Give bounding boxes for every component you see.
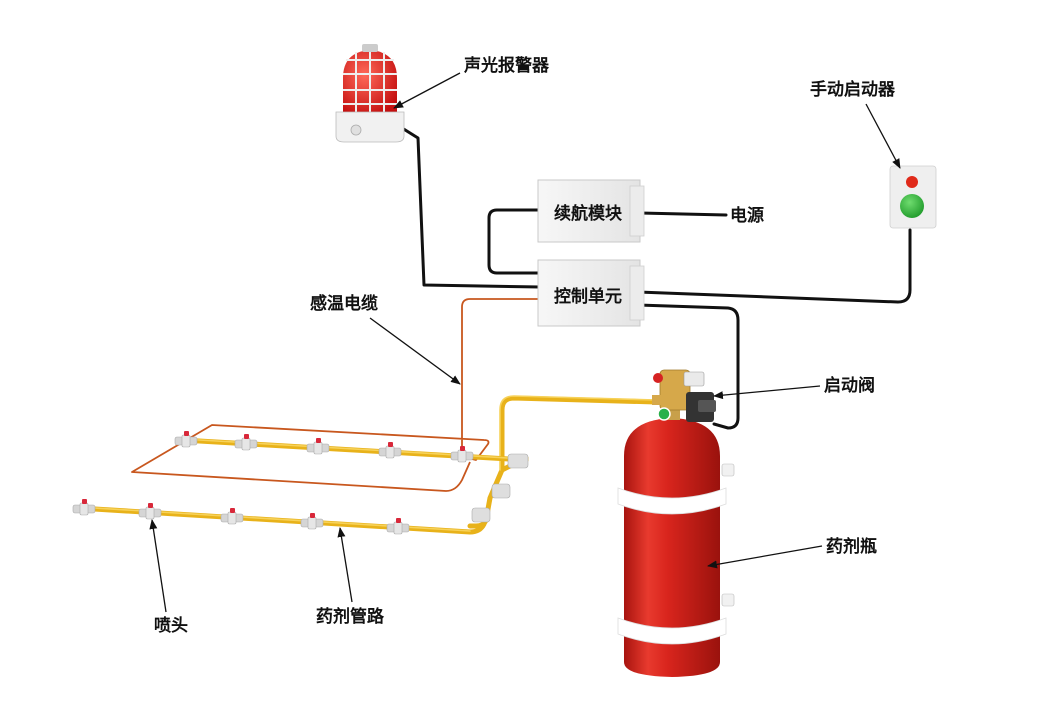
alarm-wire [400, 126, 542, 289]
heat-cable-arrow [369, 317, 461, 385]
valve-icon [652, 369, 716, 422]
nozzle-icon [378, 441, 402, 459]
backup-module-label: 续航模块 [554, 203, 623, 224]
nozzles-upper-row [174, 430, 474, 463]
manual-starter-arrow [865, 103, 901, 169]
agent-bottle-label: 药剂瓶 [826, 536, 877, 557]
agent-pipe-upper-branch [179, 437, 529, 463]
nozzle-label: 喷头 [154, 616, 188, 636]
nozzle-arrow [149, 519, 167, 613]
backup-module-box: 续航模块 [537, 179, 645, 243]
nozzle-icon [386, 517, 410, 535]
control-unit-label: 控制单元 [554, 286, 622, 307]
alarm-label: 声光报警器 [463, 55, 550, 76]
power-wire [638, 211, 728, 217]
manual-starter-label: 手动启动器 [810, 79, 896, 100]
agent-pipe-arrow [337, 527, 353, 603]
nozzle-icon [138, 502, 162, 520]
nozzle-icon [72, 498, 96, 516]
start-valve-arrow [713, 385, 821, 400]
nozzle-icon [234, 433, 258, 451]
nozzle-icon [300, 512, 324, 530]
manual-starter-icon [889, 165, 937, 229]
heat-cable-label: 感温电缆 [310, 293, 378, 314]
pipe-fittings [471, 453, 529, 523]
alarm-beacon-icon [335, 44, 405, 143]
backup-module-wire [487, 208, 542, 275]
control-unit-box: 控制单元 [537, 259, 645, 327]
start-valve-label: 启动阀 [824, 375, 875, 396]
manual-starter-wire [636, 228, 912, 304]
cylinder-strap-top [617, 487, 727, 515]
agent-pipe-lower-branch [75, 505, 487, 535]
heat-sensing-cable [131, 298, 540, 492]
agent-pipe-label: 药剂管路 [316, 606, 385, 627]
cylinder-strap-bottom [617, 617, 727, 645]
nozzle-icon [220, 507, 244, 525]
cylinder-icon [617, 408, 735, 677]
power-label: 电源 [730, 205, 764, 226]
valve-wire [636, 303, 740, 430]
nozzle-icon [174, 430, 198, 448]
nozzles-lower-row [72, 498, 410, 535]
nozzle-icon [450, 445, 474, 463]
agent-bottle-arrow [707, 545, 823, 569]
nozzle-icon [306, 437, 330, 455]
alarm-arrow [393, 72, 461, 109]
